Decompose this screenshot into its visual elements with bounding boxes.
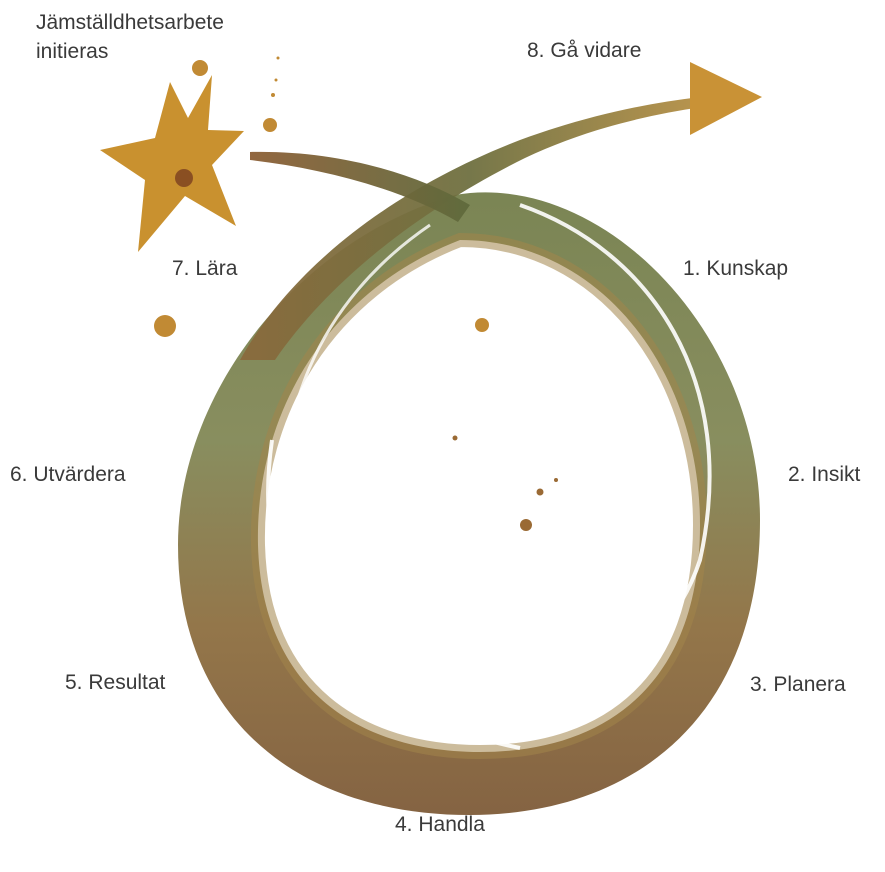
drip-dot	[275, 79, 278, 82]
step-label-7: 7. Lära	[172, 256, 237, 282]
drip-dot	[271, 93, 275, 97]
step-label-1: 1. Kunskap	[683, 256, 788, 282]
step-label-3: 3. Planera	[750, 672, 846, 698]
drip-dot	[263, 118, 277, 132]
drip-dot	[554, 478, 558, 482]
drip-dot	[520, 519, 532, 531]
drip-dot	[537, 489, 544, 496]
drip-dot	[453, 436, 458, 441]
step-label-6: 6. Utvärdera	[10, 462, 126, 488]
step-label-8: 8. Gå vidare	[527, 38, 641, 64]
start-star-icon	[100, 75, 244, 252]
start-label-line2: initieras	[36, 37, 224, 66]
star-stain	[175, 169, 193, 187]
step-label-5: 5. Resultat	[65, 670, 165, 696]
start-label: Jämställdhetsarbete initieras	[36, 8, 224, 66]
drip-dot	[475, 318, 489, 332]
arrow-head	[690, 62, 762, 135]
drip-dot	[154, 315, 176, 337]
drip-dot	[277, 57, 280, 60]
start-label-line1: Jämställdhetsarbete	[36, 8, 224, 37]
step-label-2: 2. Insikt	[788, 462, 860, 488]
step-label-4: 4. Handla	[395, 812, 485, 838]
